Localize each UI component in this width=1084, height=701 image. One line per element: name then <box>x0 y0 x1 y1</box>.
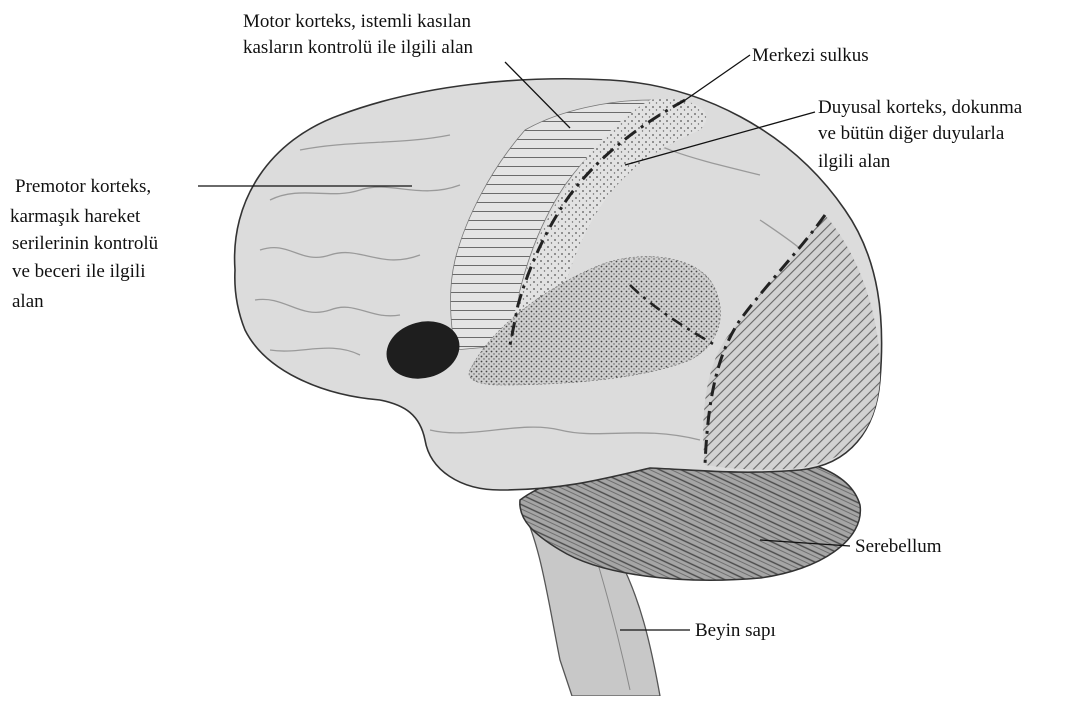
leader-central-sulcus <box>678 55 750 105</box>
label-cerebellum: Serebellum <box>855 535 942 558</box>
label-central-sulcus: Merkezi sulkus <box>752 44 869 67</box>
label-brainstem: Beyin sapı <box>695 619 776 642</box>
label-motor-cortex-line2: kasların kontrolü ile ilgili alan <box>243 36 473 59</box>
label-premotor-line5: alan <box>12 290 44 313</box>
label-sensory-cortex-line3: ilgili alan <box>818 150 890 173</box>
label-motor-cortex-line1: Motor korteks, istemli kasılan <box>243 10 471 33</box>
label-premotor-line1: Premotor korteks, <box>15 175 151 198</box>
label-sensory-cortex-line2: ve bütün diğer duyularla <box>818 122 1004 145</box>
label-premotor-line4: ve beceri ile ilgili <box>12 260 145 283</box>
label-premotor-line3: serilerinin kontrolü <box>12 232 158 255</box>
label-premotor-line2: karmaşık hareket <box>10 205 140 228</box>
label-sensory-cortex-line1: Duyusal korteks, dokunma <box>818 96 1022 119</box>
